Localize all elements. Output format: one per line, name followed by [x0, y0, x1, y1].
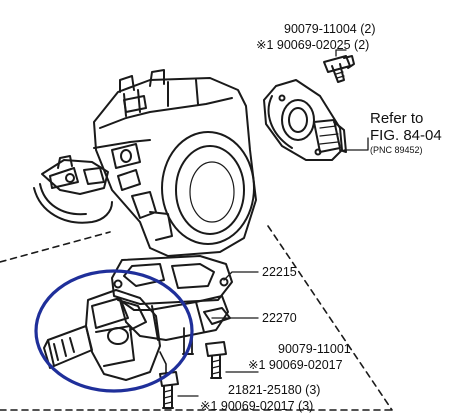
leader-top-bolt: [335, 49, 347, 57]
refer-pnc-text: (PNC 89452): [370, 145, 423, 155]
throttle-position-sensor-upper: [263, 79, 347, 161]
label-bolt-mid-2: ※1 90069-02017: [248, 358, 343, 372]
refer-to-text: Refer to: [370, 110, 424, 127]
reference-note[interactable]: Refer to FIG. 84-04 (PNC 89452): [370, 110, 442, 156]
idle-air-sensor: [43, 289, 167, 381]
dashed-boundary-left: [0, 231, 111, 263]
throttle-linkage: [33, 155, 113, 224]
throttle-bore-inner: [175, 145, 245, 235]
label-bolt-mid-1: 90079-11001: [278, 342, 351, 356]
refer-fig-link[interactable]: FIG. 84-04: [370, 127, 442, 144]
gasket-part: [111, 255, 233, 305]
label-bolt-top-2: ※1 90069-02025 (2): [256, 38, 370, 52]
throttle-body: [93, 69, 257, 257]
label-bolt-top-1: 90079-11004 (2): [284, 22, 376, 36]
leader-22215: [223, 271, 259, 281]
label-sensor: 22270: [262, 311, 297, 325]
highlight-circle: [34, 269, 194, 393]
label-bolt-bottom-2: ※1 90069-02017 (3): [200, 399, 314, 413]
bolt-mid: [205, 341, 227, 379]
throttle-bore-outer: [161, 131, 255, 245]
label-bolt-bottom-1: 21821-25180 (3): [228, 383, 321, 397]
leader-refer: [343, 137, 369, 151]
label-gasket: 22215: [262, 265, 297, 279]
screw-top: [323, 55, 355, 83]
dashed-boundary-right: [267, 225, 393, 411]
